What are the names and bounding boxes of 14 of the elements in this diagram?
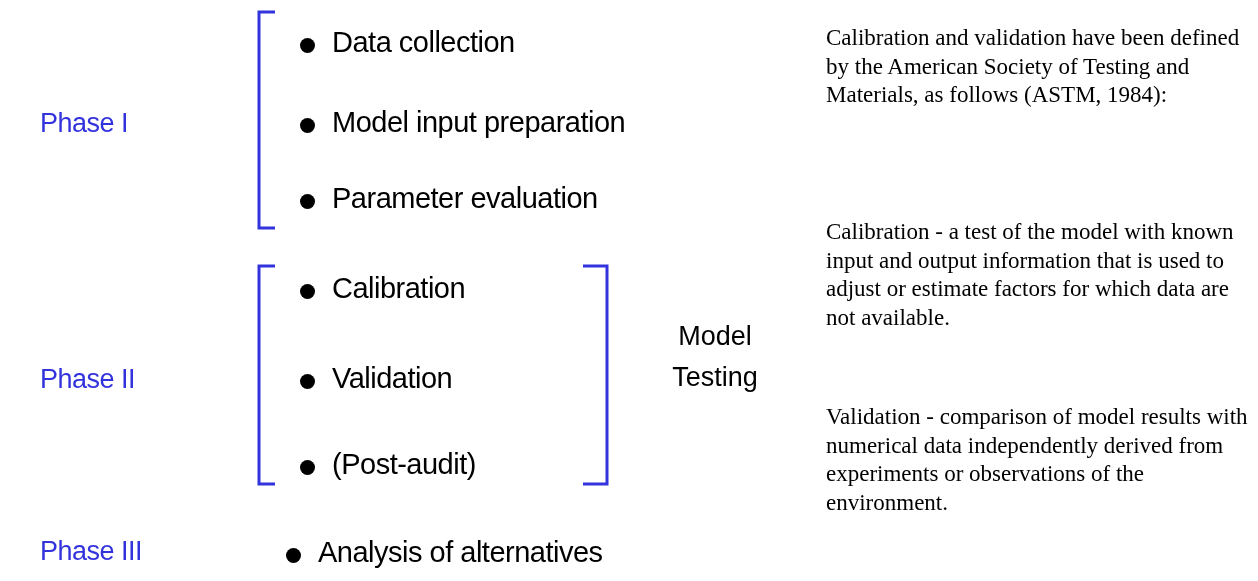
list-item-text: Parameter evaluation: [332, 182, 598, 215]
list-item-text: Model input preparation: [332, 106, 626, 139]
list-item-text: (Post-audit): [332, 448, 476, 481]
paragraph: Validation - comparison of model results with numerical data independently derived from experiments or observations of the environment.: [826, 403, 1249, 517]
paragraph: Calibration and validation have been defined by the American Society of Testing and Materials, as follows (ASTM, 1984):: [826, 24, 1241, 110]
list-item-text: Analysis of alternatives: [318, 536, 603, 569]
phase-label: Phase II: [40, 364, 136, 395]
list-item-text: Calibration: [332, 272, 466, 305]
list-item-text: Validation: [332, 362, 453, 395]
paragraph: Calibration - a test of the model with known input and output information that is used to adjust or estimate factors for which data are not available.: [826, 218, 1235, 332]
list-item-text: Data collection: [332, 26, 515, 59]
phase-label: Phase I: [40, 108, 129, 139]
group-label: Model Testing: [671, 320, 759, 394]
phase-label: Phase III: [40, 536, 143, 567]
